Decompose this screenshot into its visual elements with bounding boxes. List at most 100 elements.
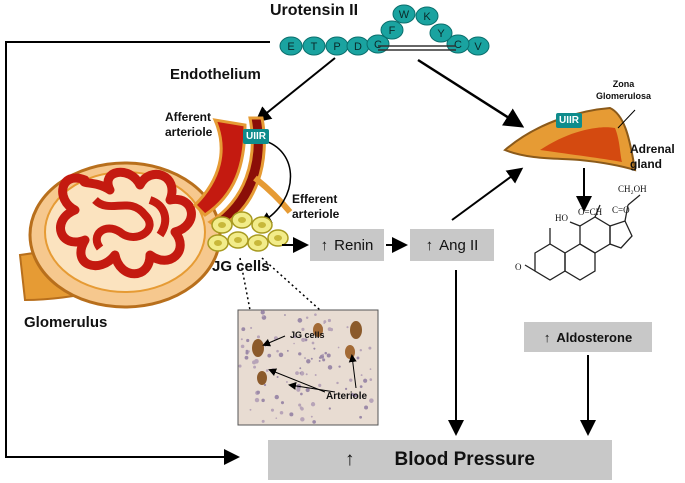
peptide-loop-residue-0-letter: F bbox=[389, 25, 396, 37]
urotensin-title: Urotensin II bbox=[270, 2, 359, 19]
micrograph-texture-dot bbox=[299, 367, 302, 370]
steroid-co: C=O bbox=[612, 205, 630, 215]
micrograph-texture-dot bbox=[310, 402, 316, 407]
peptide-loop-residue-2-bead bbox=[415, 6, 439, 26]
micrograph-texture-dot bbox=[322, 353, 324, 356]
micrograph-texture-dot bbox=[253, 365, 257, 369]
arrow-to-uiir-kidney bbox=[254, 57, 336, 123]
renin-text: Renin bbox=[334, 236, 374, 254]
jg-cells-label: JG cells bbox=[212, 258, 270, 275]
blood-pressure-box: ↑ Blood Pressure bbox=[268, 440, 612, 480]
micro-arrow-2 bbox=[268, 368, 326, 393]
micrograph-texture-dot bbox=[336, 381, 339, 385]
efferent-label: Efferent arteriole bbox=[292, 192, 339, 222]
jg-cell-nucleus bbox=[258, 222, 266, 228]
micrograph-texture-dot bbox=[359, 415, 363, 419]
peptide-residue-0-bead bbox=[279, 36, 303, 56]
peptide-loop-residue-0-bead bbox=[380, 20, 404, 40]
micrograph-texture-dot bbox=[238, 364, 242, 368]
micrograph-texture-dot bbox=[280, 401, 285, 405]
micrograph-texture-dot bbox=[267, 353, 272, 358]
micro-arrow-4 bbox=[348, 354, 357, 389]
micrograph-texture-dot bbox=[293, 335, 297, 339]
micrograph-texture-dot bbox=[256, 390, 260, 395]
peptide-residue-3-letter: D bbox=[354, 41, 362, 53]
micrograph-texture-dot bbox=[305, 387, 310, 393]
uiir-adrenal-badge: UIIR bbox=[556, 113, 582, 128]
micrograph-jg-label: JG cells bbox=[290, 330, 325, 340]
dotted-line-1 bbox=[239, 257, 251, 311]
micrograph-texture-dot bbox=[300, 392, 303, 396]
peptide-residue-4-bead bbox=[366, 34, 390, 54]
renin-box: ↑ Renin bbox=[310, 229, 384, 261]
micrograph-texture-dot bbox=[363, 378, 368, 383]
peptide-residue-2-letter: P bbox=[333, 41, 340, 53]
micrograph-texture-dot bbox=[298, 352, 302, 356]
micrograph-texture-dot bbox=[261, 398, 265, 403]
glomerulus-illustration bbox=[18, 161, 222, 309]
micrograph-texture-dot bbox=[240, 344, 245, 349]
micrograph-texture-dot bbox=[306, 359, 311, 364]
aldosterone-structure bbox=[524, 194, 641, 281]
micrograph-texture-dot bbox=[311, 341, 315, 345]
micrograph-texture-dot bbox=[346, 326, 349, 329]
micrograph-texture-dot bbox=[327, 318, 332, 323]
micrograph-texture-dot bbox=[286, 349, 289, 352]
micrograph-texture-dot bbox=[312, 420, 316, 424]
micrograph bbox=[237, 309, 379, 426]
zona-line-2: Glomerulosa bbox=[596, 91, 652, 101]
glomerulus-label: Glomerulus bbox=[24, 314, 108, 331]
dotted-line-2 bbox=[261, 257, 321, 311]
blood-pressure-text: Blood Pressure bbox=[394, 449, 535, 470]
micrograph-texture-dot bbox=[250, 326, 253, 330]
up-arrow-icon: ↑ bbox=[543, 329, 551, 345]
jg-cells-cluster bbox=[207, 211, 289, 252]
aldosterone-box: ↑ Aldosterone bbox=[524, 322, 652, 352]
micrograph-texture-dot bbox=[326, 353, 331, 358]
micrograph-texture-dot bbox=[289, 412, 294, 417]
micrograph-texture-dot bbox=[360, 374, 363, 377]
feedback-line bbox=[5, 41, 270, 465]
micrograph-texture-dot bbox=[310, 357, 313, 360]
peptide-loop-residue-1-letter: W bbox=[399, 9, 410, 21]
peptide-loop-residue-3-bead bbox=[429, 23, 453, 43]
uiir-kidney-badge: UIIR bbox=[243, 129, 269, 144]
micrograph-texture-dot bbox=[262, 315, 264, 318]
micrograph-texture-dot bbox=[299, 372, 302, 374]
micro-arrow-1 bbox=[262, 335, 286, 347]
micrograph-texture-dot bbox=[368, 346, 372, 350]
micrograph-texture-dot bbox=[298, 403, 302, 407]
micrograph-texture-dot bbox=[275, 417, 278, 419]
micrograph-texture-dot bbox=[276, 349, 279, 353]
adrenal-label: Adrenal gland bbox=[630, 142, 675, 172]
up-arrow-icon: ↑ bbox=[425, 236, 434, 254]
micrograph-texture-dot bbox=[323, 322, 326, 324]
micrograph-texture-dot bbox=[364, 405, 369, 410]
micrograph-texture-dot bbox=[261, 419, 265, 423]
jg-cell-nucleus bbox=[274, 235, 282, 241]
micrograph-texture-dot bbox=[338, 365, 341, 368]
micrograph-texture-dot bbox=[296, 387, 301, 392]
adrenal-line-1: Adrenal bbox=[630, 142, 675, 156]
arrow-to-adrenal bbox=[417, 58, 525, 128]
micrograph-texture-dot bbox=[301, 327, 305, 331]
peptide-loop-residue-1-bead bbox=[392, 4, 416, 24]
micrograph-texture-dot bbox=[245, 349, 249, 353]
micrograph-texture-dot bbox=[344, 387, 348, 391]
micrograph-texture-dot bbox=[318, 383, 322, 387]
micrograph-texture-dot bbox=[244, 355, 249, 360]
steroid-ohc: O=CH bbox=[578, 207, 603, 217]
micrograph-texture-dot bbox=[301, 337, 306, 342]
zona-pointer bbox=[617, 109, 636, 129]
jg-cell-nucleus bbox=[214, 240, 222, 246]
micrograph-texture-dot bbox=[328, 407, 331, 410]
micrograph-texture-dot bbox=[299, 371, 305, 376]
afferent-label: Afferent arteriole bbox=[165, 110, 212, 140]
micrograph-texture-dot bbox=[353, 393, 358, 398]
steroid-o: O bbox=[515, 262, 522, 272]
micrograph-texture-dot bbox=[318, 360, 321, 362]
efferent-line-2: arteriole bbox=[292, 207, 340, 221]
micrograph-texture-dot bbox=[256, 335, 261, 339]
